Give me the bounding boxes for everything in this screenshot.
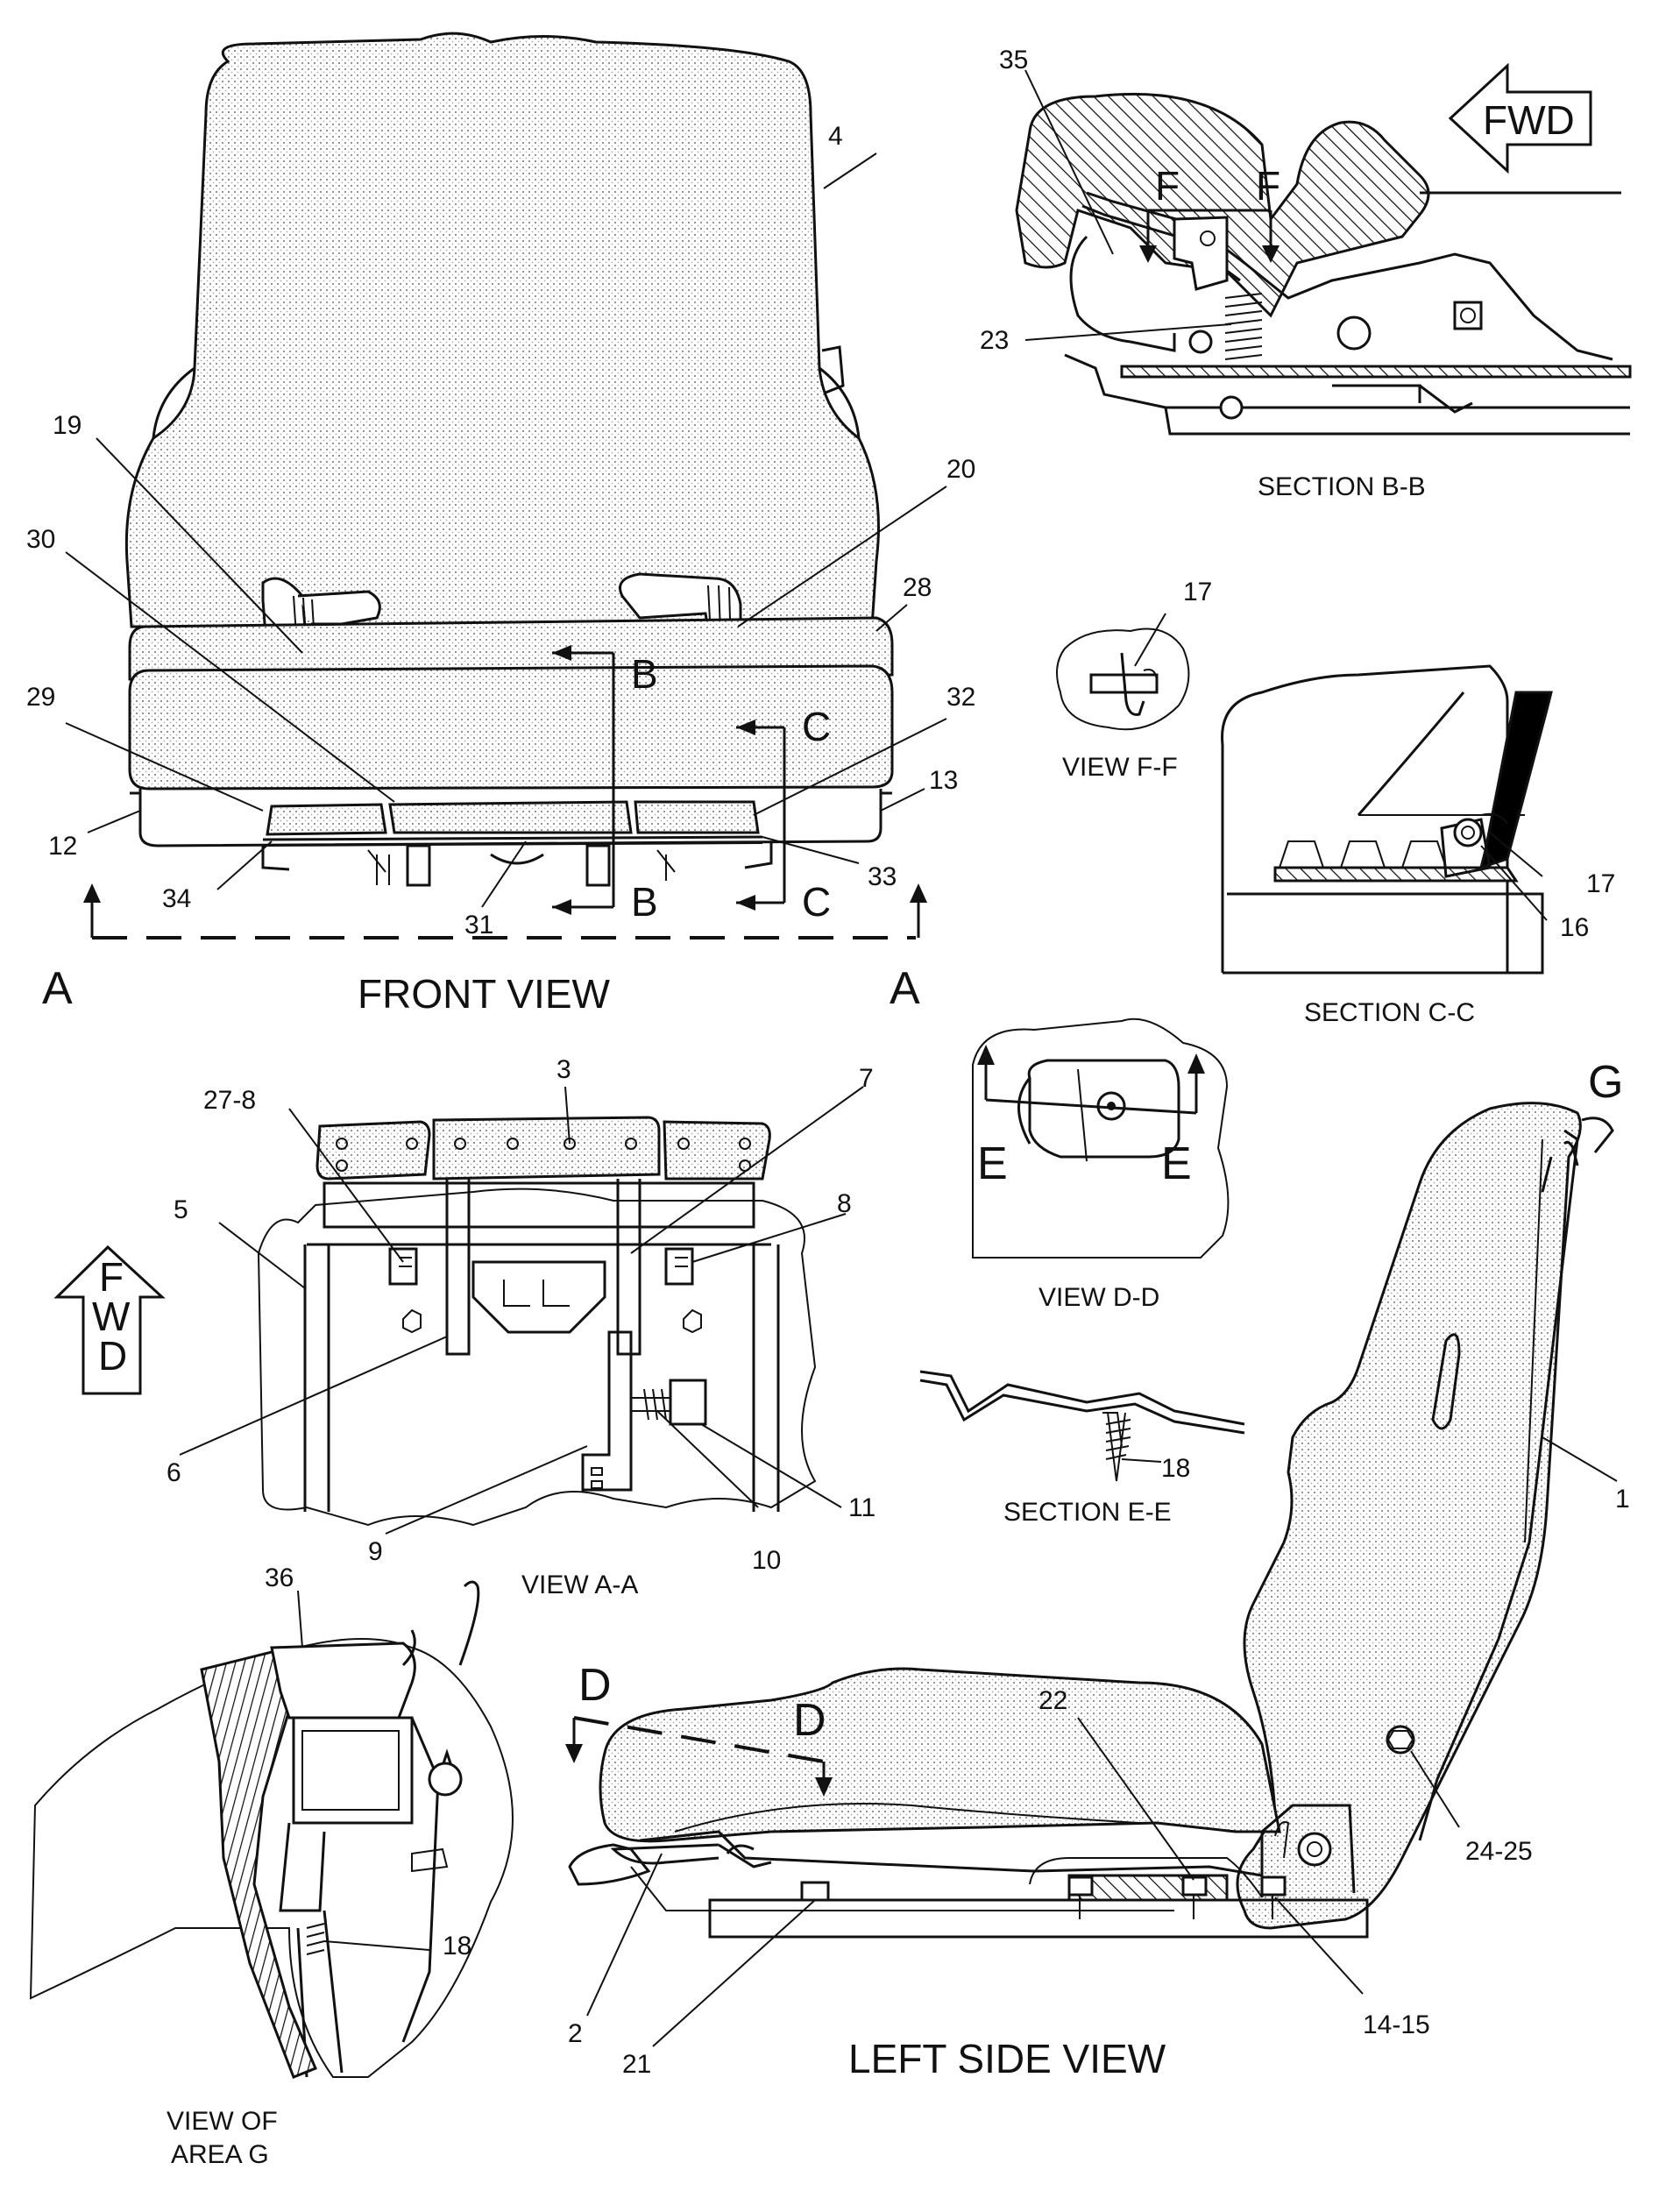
view-ff-drawing bbox=[1056, 613, 1190, 731]
section-cc-caption: SECTION C-C bbox=[1304, 998, 1475, 1027]
callout-2: 2 bbox=[568, 2019, 583, 2048]
callout-18-ee: 18 bbox=[1161, 1454, 1190, 1483]
callout-11: 11 bbox=[848, 1493, 875, 1522]
section-ee-caption: SECTION E-E bbox=[1003, 1498, 1172, 1527]
left-side-view-drawing bbox=[565, 1102, 1618, 2047]
left-side-view-caption: LEFT SIDE VIEW bbox=[848, 2036, 1166, 2081]
callout-24-25: 24-25 bbox=[1465, 1837, 1533, 1866]
callout-8: 8 bbox=[837, 1189, 852, 1218]
section-bb-caption: SECTION B-B bbox=[1258, 472, 1426, 501]
callout-28: 28 bbox=[903, 573, 932, 602]
callout-7: 7 bbox=[859, 1064, 874, 1093]
section-mark-g: G bbox=[1588, 1057, 1623, 1108]
callout-17-cc: 17 bbox=[1586, 869, 1615, 898]
front-view-drawing bbox=[65, 32, 947, 940]
callout-12: 12 bbox=[48, 832, 77, 861]
section-bb-drawing bbox=[1015, 62, 1632, 436]
fwd-arrow-horizontal bbox=[1448, 62, 1592, 174]
callout-17-ff: 17 bbox=[1183, 578, 1212, 606]
view-ff-caption: VIEW F-F bbox=[1062, 753, 1178, 782]
fwd-arrow-vertical bbox=[53, 1244, 166, 1395]
callout-13: 13 bbox=[929, 766, 958, 795]
callout-16: 16 bbox=[1560, 913, 1589, 942]
view-aa-caption: VIEW A-A bbox=[521, 1571, 638, 1599]
section-mark-b-bottom: B bbox=[631, 879, 658, 925]
callout-29: 29 bbox=[26, 683, 55, 712]
view-dd-drawing bbox=[972, 1018, 1230, 1259]
callout-10: 10 bbox=[752, 1546, 781, 1575]
view-dd-caption: VIEW D-D bbox=[1038, 1283, 1159, 1312]
callout-27-8: 27-8 bbox=[203, 1086, 256, 1115]
fwd-label-horizontal: FWD bbox=[1483, 97, 1575, 143]
backrest-side-pad bbox=[1236, 1102, 1582, 1930]
section-cc-drawing bbox=[1221, 664, 1553, 975]
section-mark-e-left: E bbox=[977, 1138, 1008, 1189]
callout-4: 4 bbox=[828, 122, 843, 151]
callout-30: 30 bbox=[26, 525, 55, 554]
section-ee-drawing bbox=[919, 1370, 1245, 1482]
section-mark-d-right: D bbox=[793, 1695, 826, 1746]
seat-cushion-front bbox=[128, 664, 894, 791]
callout-36: 36 bbox=[265, 1563, 294, 1592]
view-area-g-drawing bbox=[29, 1580, 514, 2079]
callout-20: 20 bbox=[946, 455, 975, 484]
section-mark-f-right: F bbox=[1256, 163, 1280, 209]
callout-14-15: 14-15 bbox=[1363, 2010, 1430, 2039]
callout-35: 35 bbox=[999, 46, 1028, 74]
section-mark-f-left: F bbox=[1155, 163, 1180, 209]
callout-22: 22 bbox=[1038, 1686, 1067, 1715]
section-mark-e-right: E bbox=[1161, 1138, 1192, 1189]
callout-6: 6 bbox=[167, 1458, 181, 1487]
fwd-vertical-f: F bbox=[99, 1254, 124, 1300]
callout-3: 3 bbox=[556, 1055, 571, 1084]
section-mark-d-left: D bbox=[578, 1660, 612, 1711]
section-mark-b-top: B bbox=[631, 651, 658, 697]
section-mark-c-top: C bbox=[802, 704, 831, 749]
front-view-caption: FRONT VIEW bbox=[358, 971, 611, 1017]
view-area-g-caption-1: VIEW OF bbox=[167, 2107, 278, 2136]
section-mark-a-right: A bbox=[890, 963, 920, 1014]
callout-33: 33 bbox=[868, 862, 897, 891]
callout-18-g: 18 bbox=[443, 1932, 471, 1961]
seat-cushion-side-pad bbox=[599, 1667, 1281, 1843]
callout-1: 1 bbox=[1615, 1485, 1630, 1514]
section-mark-c-bottom: C bbox=[802, 879, 831, 925]
view-aa-drawing bbox=[53, 1086, 864, 1535]
callout-23: 23 bbox=[980, 326, 1009, 355]
fwd-vertical-w: W bbox=[92, 1294, 131, 1339]
backrest-pad bbox=[124, 32, 880, 628]
fwd-vertical-d: D bbox=[98, 1333, 127, 1379]
view-area-g-caption-2: AREA G bbox=[171, 2140, 269, 2169]
section-mark-a-left: A bbox=[42, 963, 73, 1014]
callout-32: 32 bbox=[946, 683, 975, 712]
callout-19: 19 bbox=[53, 411, 82, 440]
callout-5: 5 bbox=[174, 1195, 188, 1224]
callout-9: 9 bbox=[368, 1537, 383, 1566]
callout-21: 21 bbox=[622, 2050, 651, 2079]
callout-31: 31 bbox=[464, 911, 493, 940]
callout-34: 34 bbox=[162, 884, 191, 913]
seat-cushion-upper bbox=[128, 616, 894, 681]
